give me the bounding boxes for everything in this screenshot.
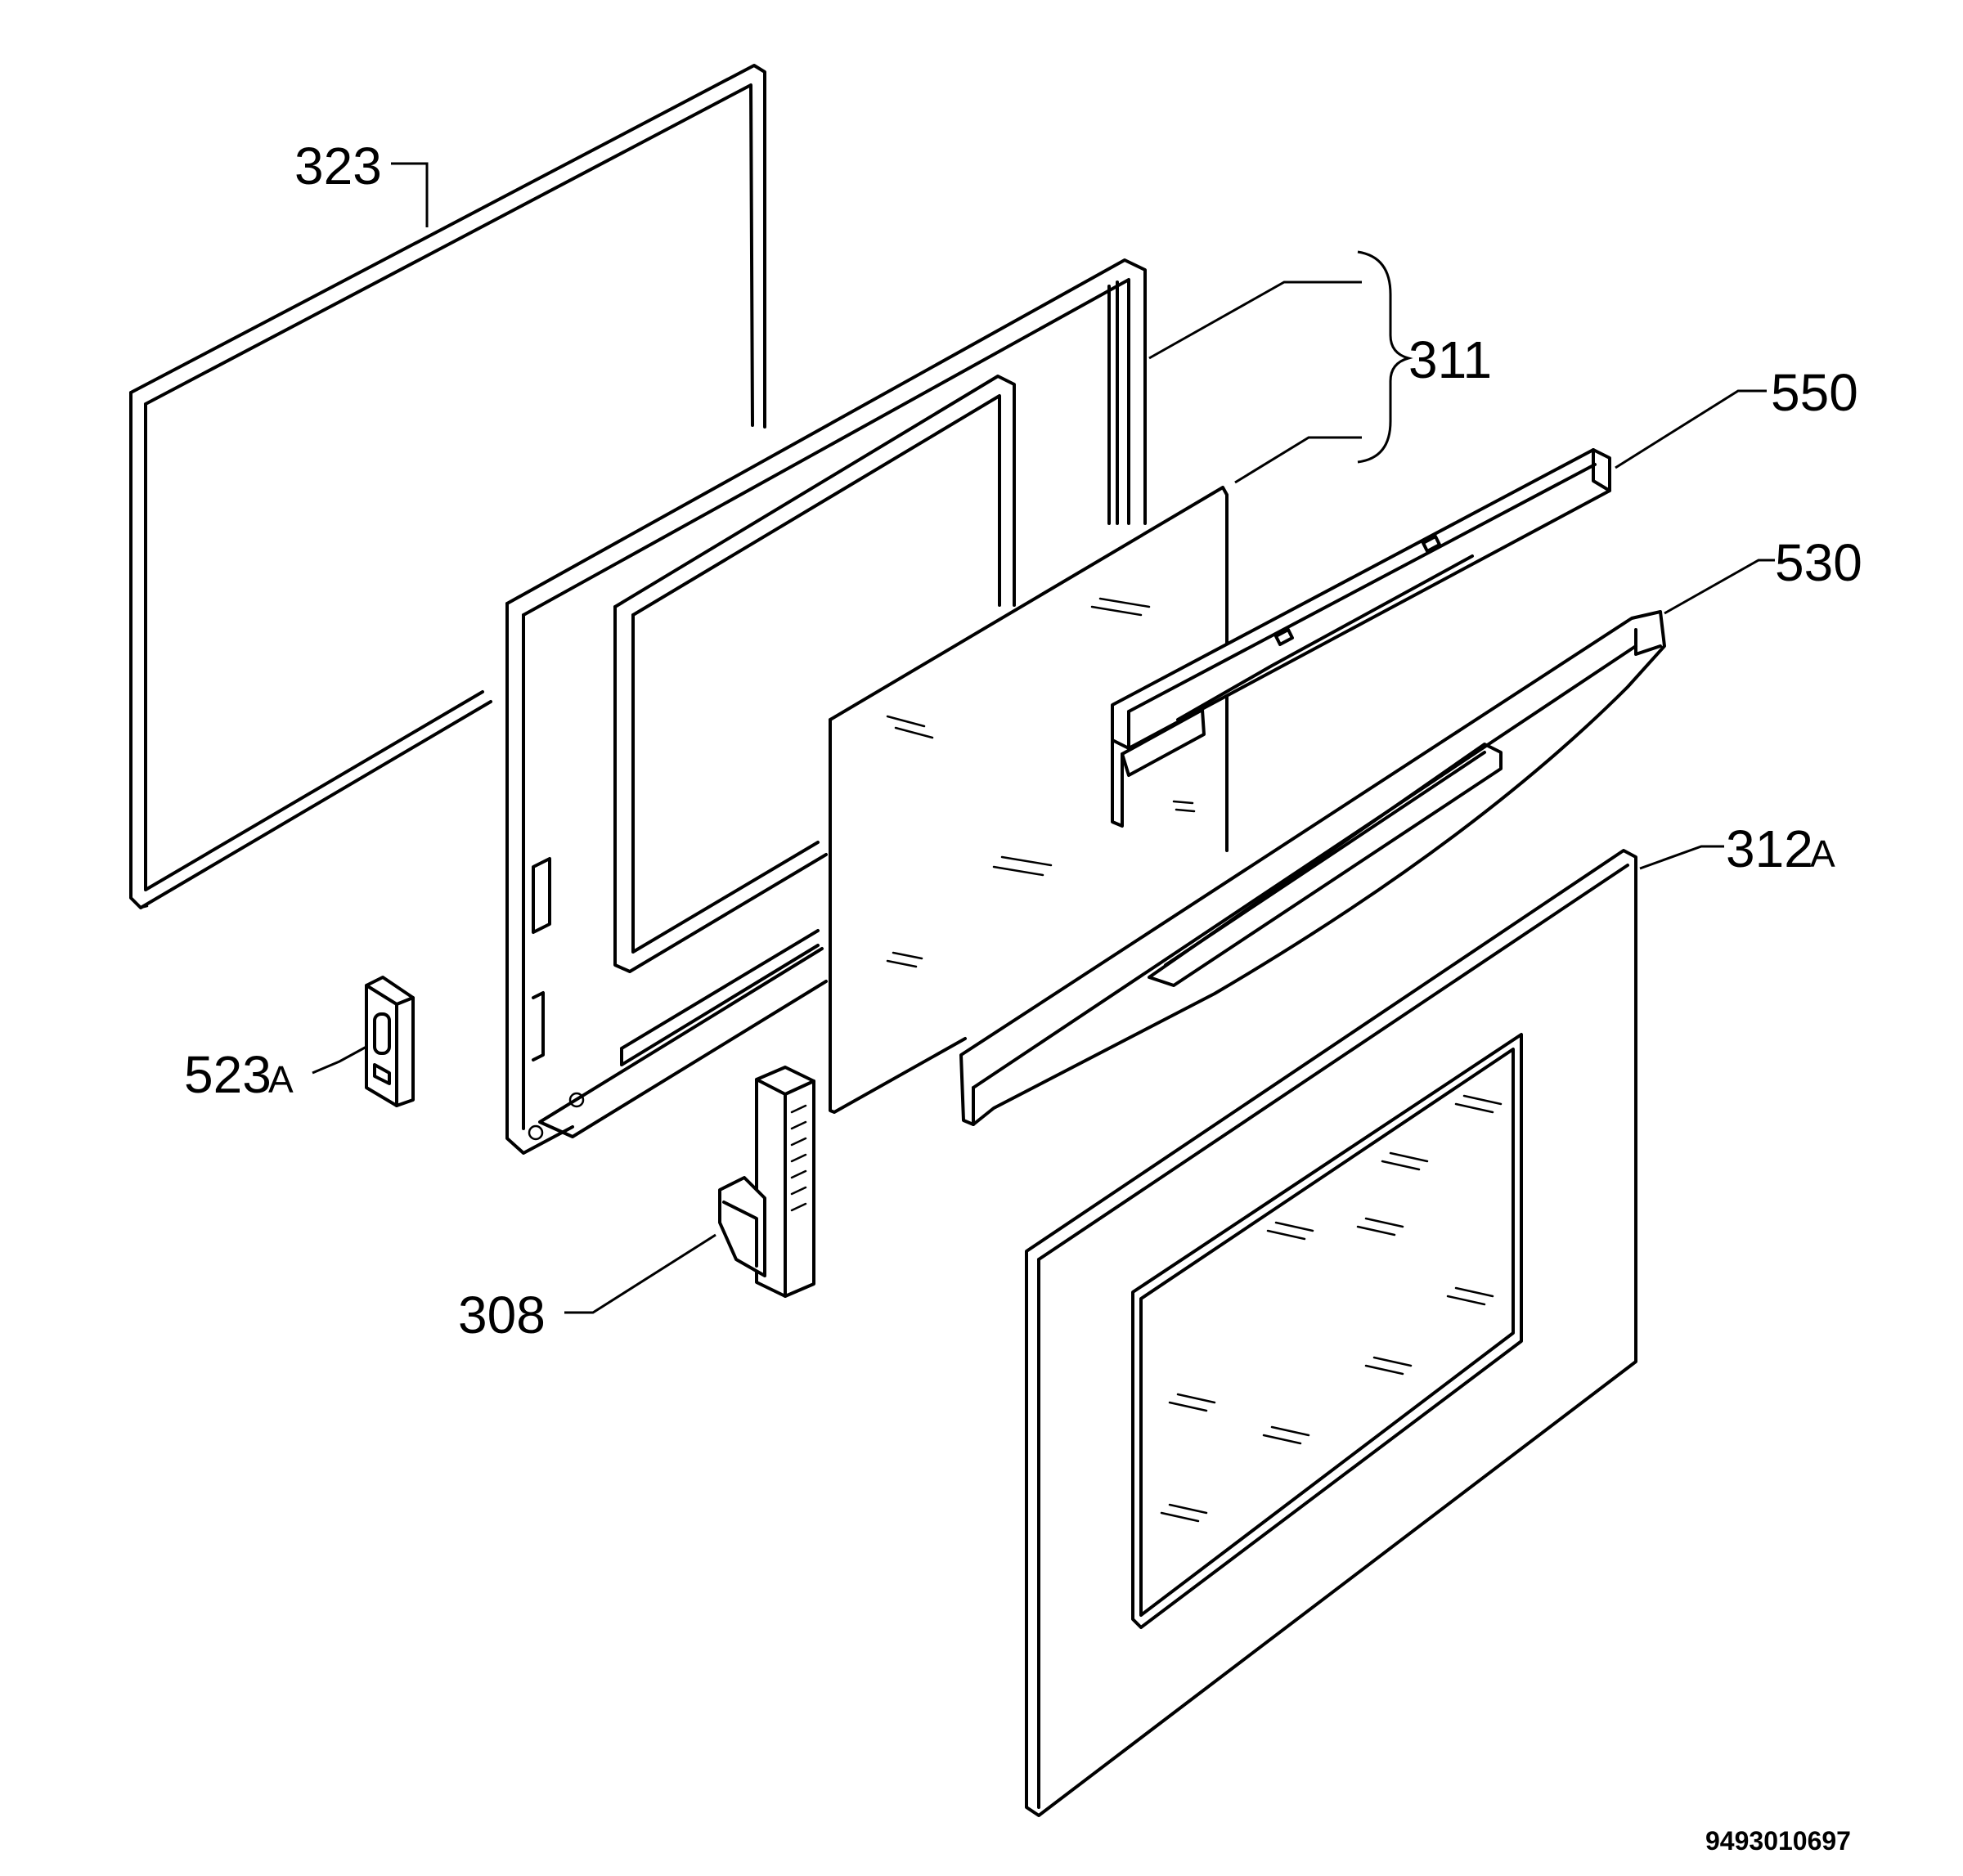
callout-312a-number: 312 [1726,819,1813,878]
part-523a-latch-bracket [365,976,415,1107]
leader-308 [564,1233,716,1314]
callout-311-number: 311 [1408,330,1492,389]
leader-312a [1639,845,1724,870]
part-312a-outer-door-glass [1025,849,1637,1817]
leader-311-bracket [1357,250,1413,464]
part-550-vent-strip [1111,448,1611,828]
callout-308-number: 308 [458,1286,546,1344]
callout-550-number: 550 [1771,363,1858,422]
leader-323 [391,162,429,227]
part-530-door-handle [959,610,1666,1126]
leader-523a [312,1045,367,1075]
part-308-hinge [718,1066,815,1298]
leader-530 [1664,559,1775,615]
part-323-door-seal [129,64,766,909]
leader-550 [1615,389,1767,469]
callout-530-number: 530 [1775,533,1862,592]
leader-lines [312,162,1775,1314]
callout-523a-number: 523 [184,1045,272,1104]
document-number: 9493010697 [1705,1826,1851,1856]
leader-311-lower [1234,436,1362,484]
leader-311-upper [1148,281,1362,360]
callout-labels: 323 311 550 530 312 A 523 A 308 [184,137,1862,1344]
part-311-inner-frame [505,258,1147,1155]
callout-312a-suffix: A [1810,833,1835,875]
callout-323-number: 323 [294,137,382,195]
callout-523a-suffix: A [268,1058,294,1101]
